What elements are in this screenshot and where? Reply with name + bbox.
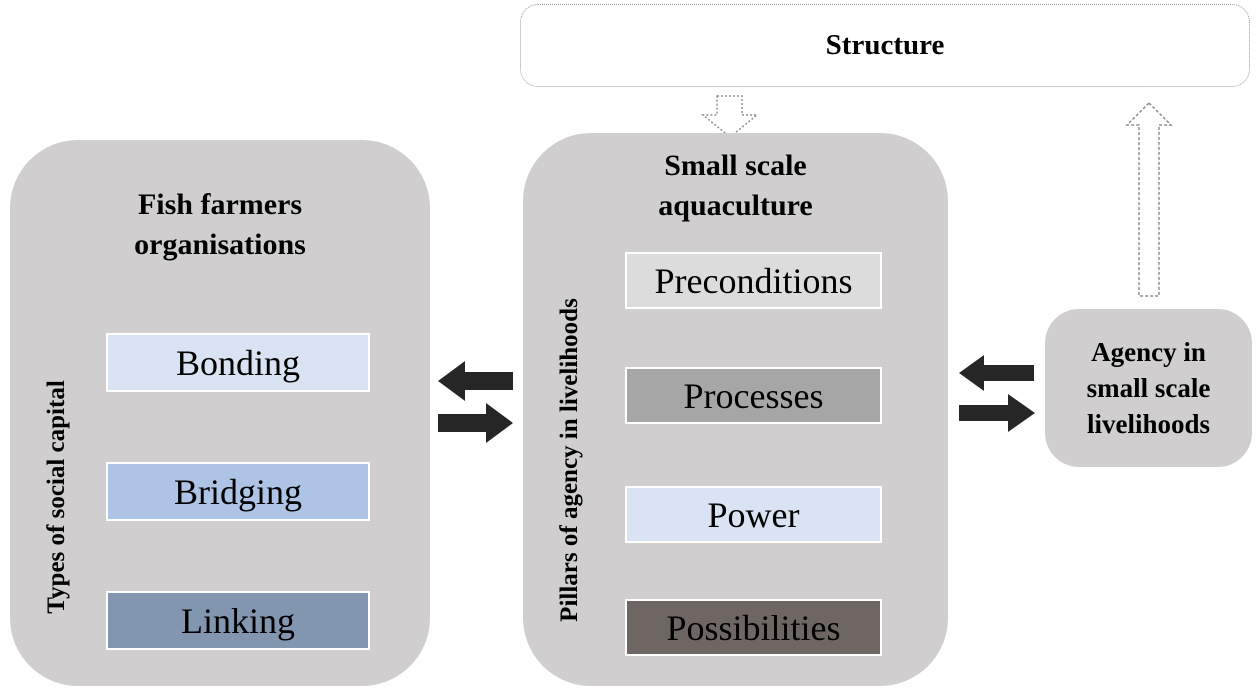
aquaculture-title-line2: aquaculture [658, 189, 813, 222]
item-power-label: Power [707, 494, 800, 535]
fish-farmers-title-line1: Fish farmers [137, 188, 303, 221]
item-linking: Linking [106, 591, 370, 650]
fish-farmers-title: Fish farmers organisations [10, 185, 430, 265]
item-processes-label: Processes [683, 375, 824, 416]
panel-small-scale-aquaculture: Small scale aquaculture Pillars of agenc… [523, 133, 948, 686]
arrow-structure-to-aquaculture-icon [701, 95, 759, 138]
structure-box: Structure [520, 4, 1250, 87]
item-bridging-label: Bridging [173, 471, 302, 512]
structure-label: Structure [825, 29, 945, 61]
item-possibilities-label: Possibilities [666, 607, 841, 648]
agency-label-line1: Agency in [1091, 337, 1206, 367]
fish-farmers-title-line2: organisations [134, 228, 306, 261]
arrow-middle-to-right-icon [959, 394, 1035, 432]
item-bonding: Bonding [106, 333, 370, 392]
aquaculture-title-line1: Small scale [664, 149, 807, 182]
item-processes: Processes [625, 367, 882, 424]
item-preconditions-label: Preconditions [654, 260, 853, 301]
arrow-agency-to-structure-icon [1125, 102, 1173, 297]
panel-agency-in-livelihoods: Agency in small scale livelihoods [1045, 309, 1252, 467]
item-preconditions: Preconditions [625, 252, 882, 309]
side-label-types-of-social-capital: Types of social capital [43, 380, 70, 614]
item-bonding-label: Bonding [175, 342, 300, 383]
arrow-right-to-middle-icon [959, 355, 1034, 391]
item-power: Power [625, 486, 882, 543]
agency-label-line3: livelihoods [1086, 409, 1211, 439]
panel-fish-farmers-organisations: Fish farmers organisations Types of soci… [10, 140, 430, 686]
arrow-middle-to-left-icon [438, 361, 513, 401]
item-linking-label: Linking [181, 600, 295, 641]
side-label-pillars-of-agency: Pillars of agency in livelihoods [556, 298, 583, 622]
arrow-left-to-middle-icon [438, 403, 513, 443]
item-bridging: Bridging [106, 462, 370, 521]
item-possibilities: Possibilities [625, 599, 882, 656]
aquaculture-title: Small scale aquaculture [523, 146, 948, 226]
agency-label-line2: small scale [1086, 373, 1211, 403]
